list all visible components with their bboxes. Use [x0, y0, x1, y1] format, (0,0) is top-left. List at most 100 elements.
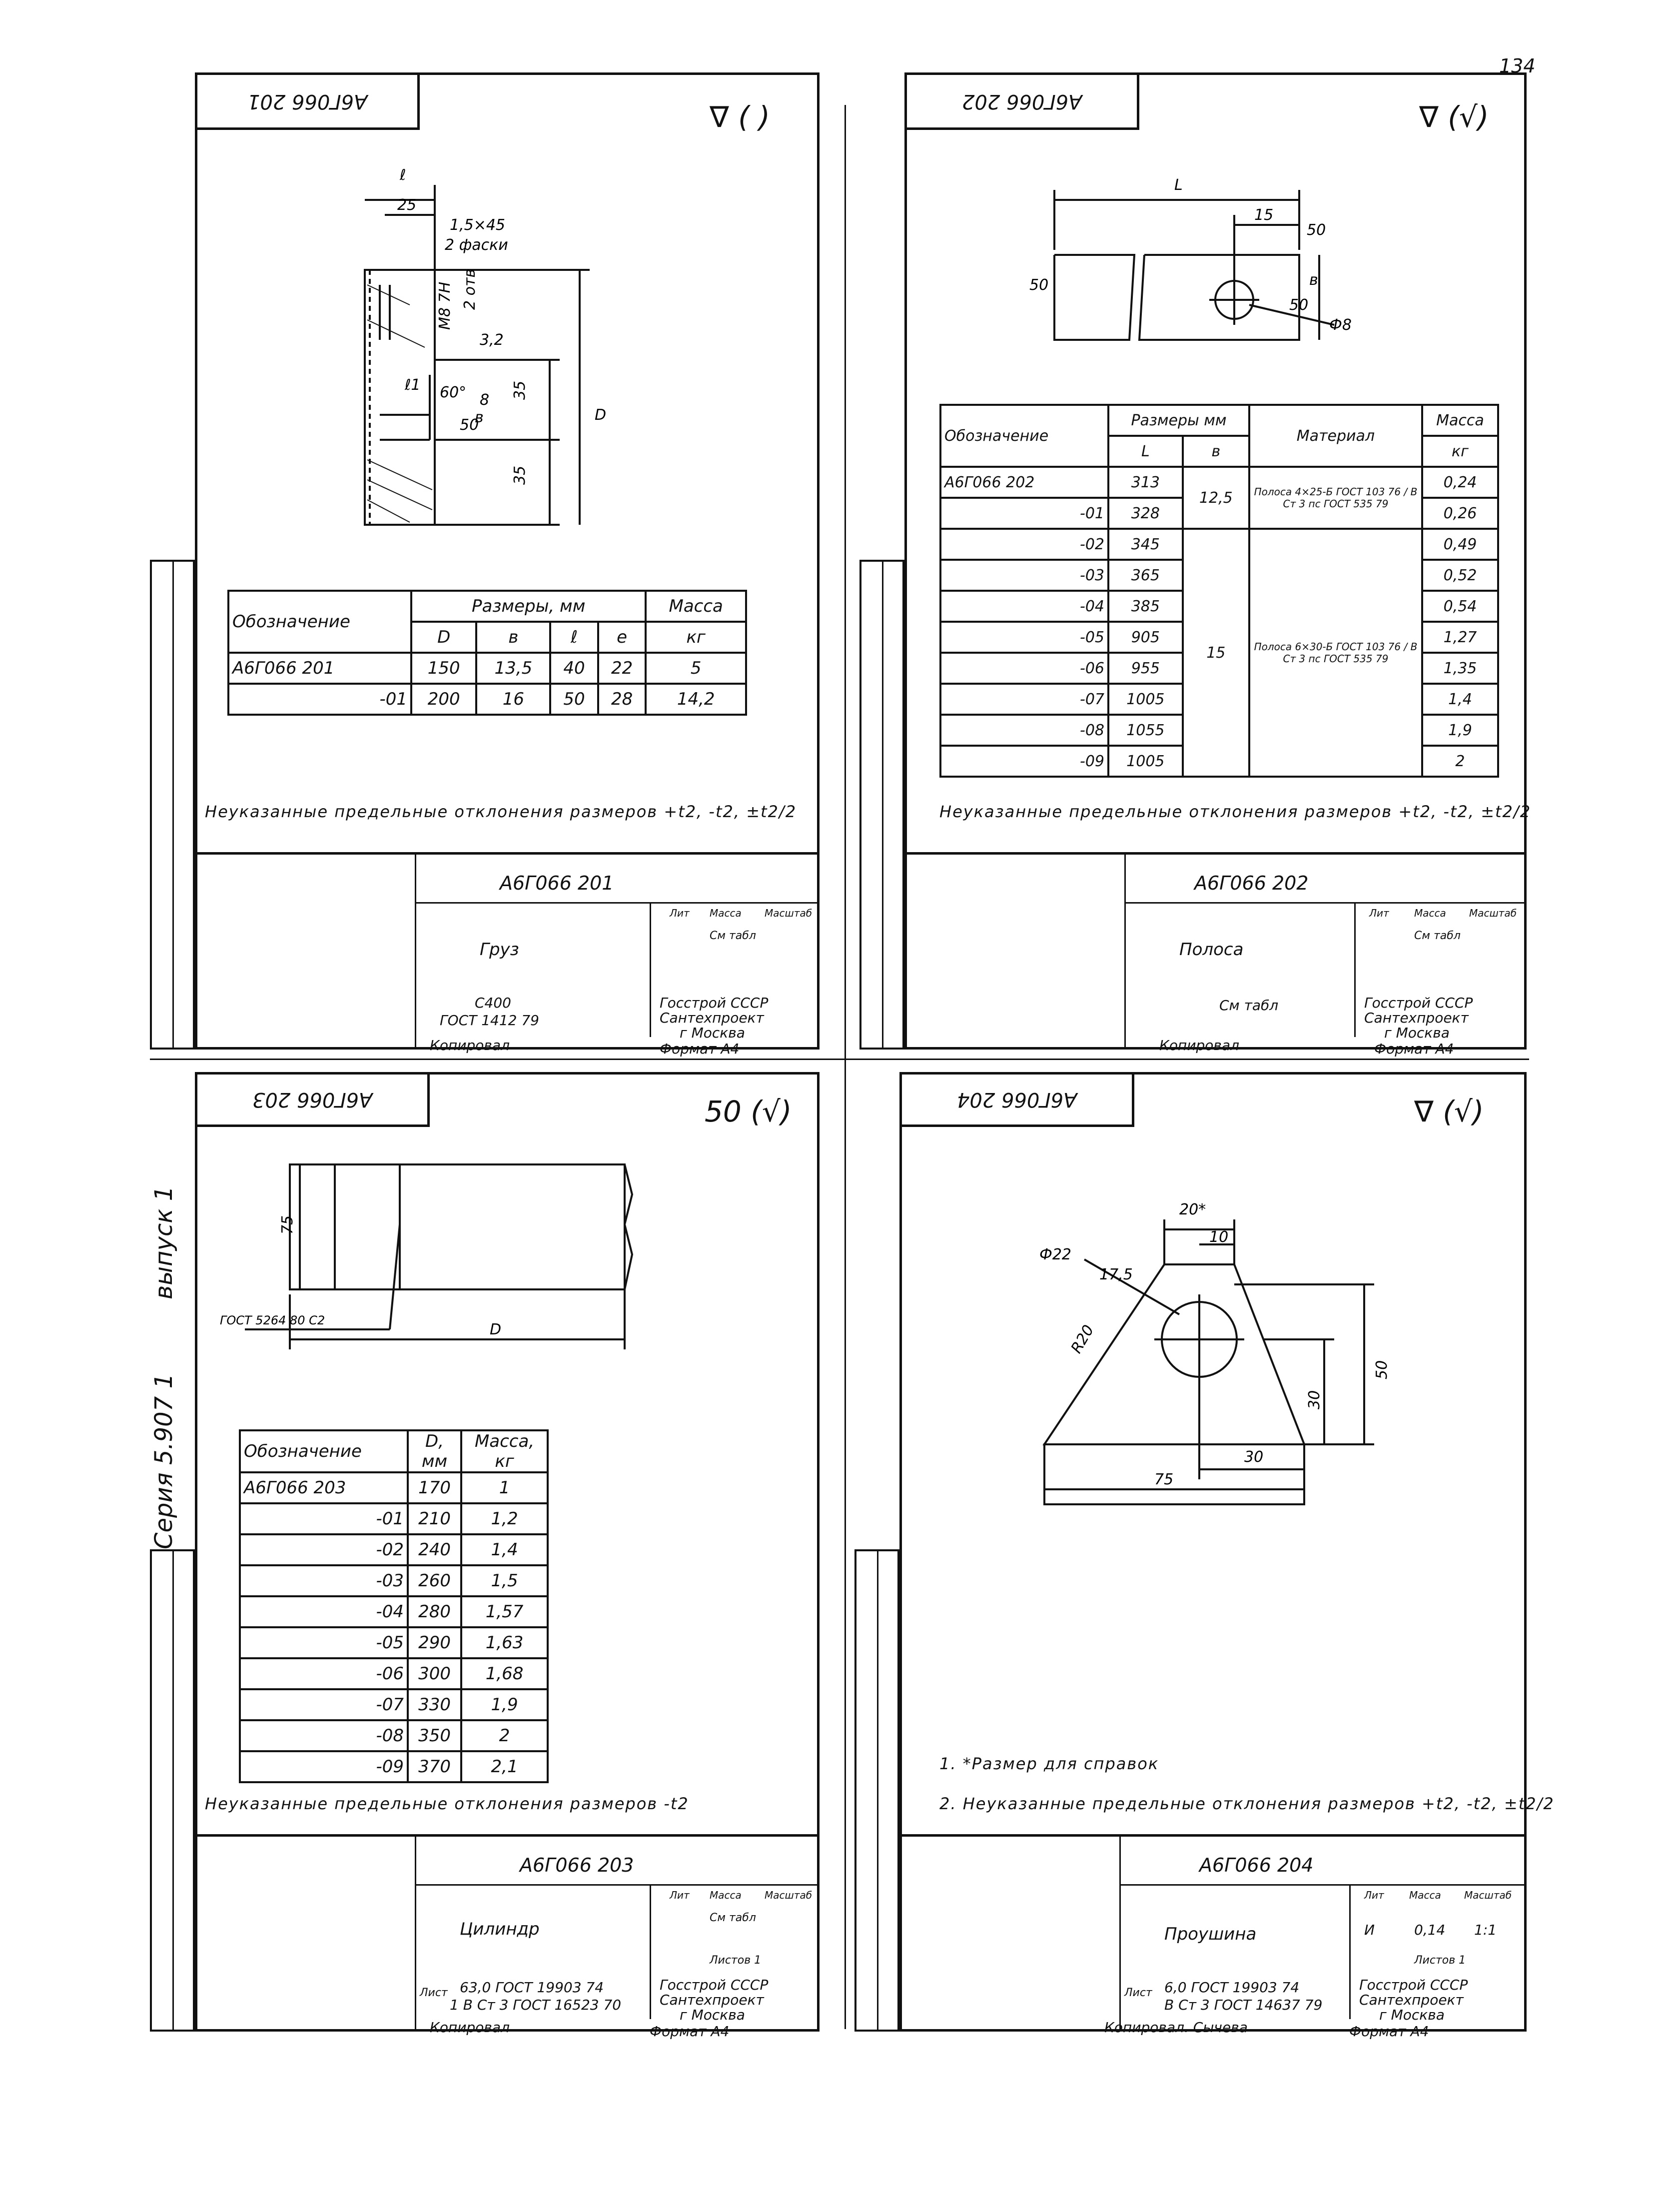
- cell: 16: [475, 683, 552, 716]
- dim-15: 15: [1254, 206, 1273, 224]
- tb-line: [650, 1884, 651, 2019]
- cell: -01: [239, 1502, 409, 1535]
- col-dimensions: Размеры мм: [1107, 404, 1250, 437]
- cell: 210: [406, 1502, 463, 1535]
- cell: -01: [227, 683, 412, 716]
- cell: -09: [239, 1750, 409, 1783]
- cell: 28: [597, 683, 647, 716]
- tb-line: [1124, 852, 1126, 1050]
- tb-line: [1119, 1884, 1527, 1886]
- sheet-203-org1: Госстрой СССР: [660, 1977, 769, 1993]
- sheet-203-mass-h: Масса: [710, 1889, 742, 1901]
- cell: 14,2: [645, 683, 747, 716]
- sheet-204-tb-code: А6Г066 204: [1199, 1854, 1314, 1876]
- cell: 1,4: [1421, 683, 1500, 716]
- sheet-202-copied: Копировал: [1159, 1037, 1239, 1054]
- sheet-202-scale-h: Масштаб: [1469, 907, 1517, 919]
- cell: 365: [1107, 559, 1184, 592]
- sheet-202-drawing: L 15 50 50 в 50 Ф8: [1029, 176, 1352, 341]
- cell: 1,27: [1421, 621, 1500, 654]
- sheet-201-scale-h: Масштаб: [765, 907, 813, 919]
- sheet-203-tb-name: Цилиндр: [460, 1919, 540, 1939]
- sheet-202-org1: Госстрой СССР: [1364, 995, 1473, 1011]
- series-label: Серия 5.907 1: [150, 1373, 178, 1549]
- sheet-204-copied: Копировал. Сычева: [1104, 2019, 1248, 2036]
- sheet-201-roughness: ∇ ( ): [710, 100, 770, 134]
- cell: -02: [239, 1533, 409, 1566]
- sidebar-divider: [882, 560, 883, 1050]
- cell: -05: [939, 621, 1109, 654]
- sheet-203-tb-material-std: 1 В Ст 3 ГОСТ 16523 70: [450, 1997, 622, 2013]
- cell: 0,49: [1421, 528, 1500, 561]
- horizontal-divider: [150, 1059, 1529, 1060]
- sheet-203-roughness: 50 (√): [705, 1095, 792, 1128]
- sheet-202-note: Неуказанные предельные отклонения размер…: [939, 802, 1532, 821]
- sheet-201-format: Формат А4: [660, 1041, 740, 1057]
- sidebar-divider: [172, 560, 174, 1050]
- sub-kg: кг: [645, 621, 747, 654]
- sheet-201-copied: Копировал: [430, 1037, 510, 1054]
- cell: 0,54: [1421, 590, 1500, 623]
- sheet-203-code: А6Г066 203: [252, 1088, 373, 1111]
- dim-angle: 60°: [440, 384, 466, 401]
- dim-50c: 50: [1289, 296, 1308, 314]
- dim-50a: 50: [1307, 221, 1326, 239]
- sub-kg: кг: [1421, 435, 1500, 468]
- col-dimensions: Размеры, мм: [410, 590, 647, 623]
- sheet-201-org3: г Москва: [680, 1025, 745, 1041]
- sub-e: e: [597, 621, 647, 654]
- sheet-204-org2: Сантехпроект: [1359, 1992, 1464, 2008]
- col-mass: Масса, кг: [460, 1429, 549, 1473]
- dim-50: 50: [1373, 1360, 1391, 1379]
- cell: 0,24: [1421, 466, 1500, 499]
- cell: 150: [410, 652, 478, 685]
- cell: -07: [239, 1688, 409, 1721]
- cell: 2,1: [460, 1750, 549, 1783]
- cell: 2: [1421, 745, 1500, 778]
- sheet-203-sheets: Листов 1: [710, 1954, 762, 1967]
- dim-holes: 2 отв: [461, 269, 479, 310]
- sheet-203-scale-h: Масштаб: [765, 1889, 813, 1901]
- sheet-202-org2: Сантехпроект: [1364, 1010, 1469, 1026]
- cell-b1: 12,5: [1181, 466, 1250, 530]
- dim-75: 75: [279, 1215, 296, 1234]
- cell: 313: [1107, 466, 1184, 499]
- table-row: -03 365 0,52: [939, 559, 1500, 592]
- dim-b: в: [1309, 271, 1318, 289]
- dim-35-bottom: 35: [511, 466, 529, 485]
- cell: -08: [239, 1719, 409, 1752]
- sheet-203-copied: Копировал: [430, 2019, 510, 2036]
- sidebar-divider: [877, 1549, 878, 2032]
- sheet-203-drawing: 75 ГОСТ 5264 80 С2 D: [220, 1163, 634, 1349]
- dim-L: L: [1174, 176, 1183, 194]
- tb-line: [415, 852, 416, 1050]
- cell: 1,9: [1421, 714, 1500, 747]
- sidebar-divider: [172, 1549, 174, 2032]
- dim-gost-weld: ГОСТ 5264 80 С2: [220, 1313, 325, 1327]
- sheet-202-table: Обозначение Размеры мм Материал Масса L …: [939, 404, 1500, 778]
- dim-b: в: [475, 409, 484, 426]
- sheet-201-org2: Сантехпроект: [660, 1010, 764, 1026]
- cell: А6Г066 201: [227, 652, 412, 685]
- cell: А6Г066 203: [239, 1471, 409, 1504]
- sheet-204-title-block: [899, 1834, 1527, 2032]
- sheet-204-sheet-label: Лист: [1124, 1987, 1152, 1999]
- cell: -06: [939, 652, 1109, 685]
- sheet-203-code-box: А6Г066 203: [195, 1072, 430, 1127]
- cell: -09: [939, 745, 1109, 778]
- sheet-201-tb-material-std: ГОСТ 1412 79: [440, 1012, 539, 1029]
- cell: 1,9: [460, 1688, 549, 1721]
- dim-f8: Ф8: [1329, 316, 1352, 334]
- sheet-202-lit: Лит: [1369, 907, 1389, 919]
- cell: 280: [406, 1595, 463, 1628]
- table-row: -07 1005 1,4: [939, 683, 1500, 716]
- sheet-201-tb-material: С400: [475, 995, 511, 1011]
- cell: -01: [939, 497, 1109, 530]
- cell: 170: [406, 1471, 463, 1504]
- sheet-203-format: Формат А4: [650, 2023, 730, 2040]
